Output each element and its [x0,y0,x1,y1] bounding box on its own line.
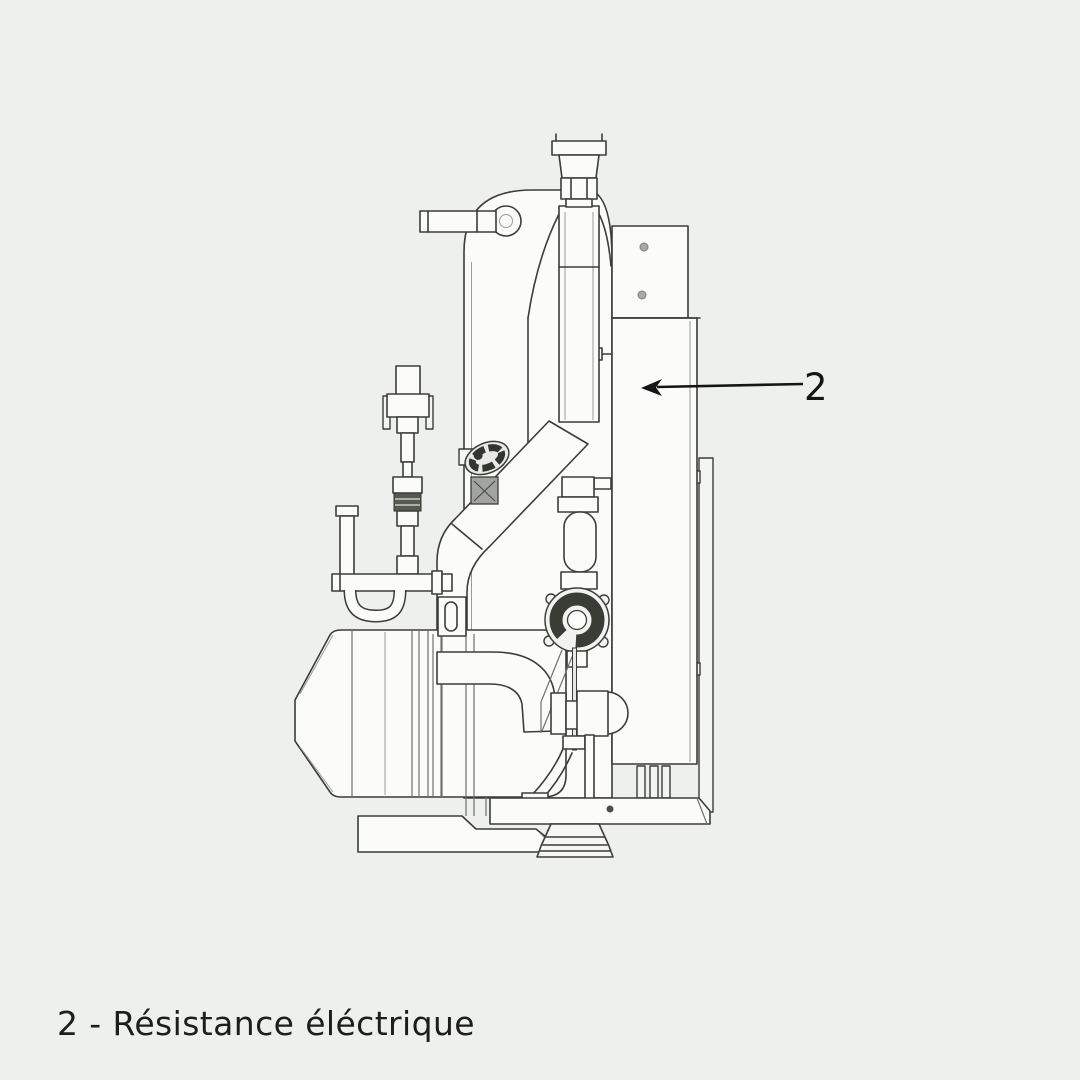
feed-pipe [331,570,453,595]
bolt-dot [606,805,614,813]
clamp-coupling [543,587,610,653]
arrowhead-icon [641,379,662,396]
inlet-stub-pipe [419,205,522,237]
caption: 2 - Résistance éléctrique [57,1004,475,1043]
pipe-flange [431,570,443,595]
base-beam [489,797,711,825]
riser-pipe [335,505,359,576]
handwheel-icon [464,440,510,476]
mounting-bracket [611,225,689,319]
solenoid-valve-assembly [382,365,434,575]
pipe-hex-nut [560,177,598,200]
discharge-column [521,476,629,812]
slot-bracket [437,596,467,637]
panel-legs [636,765,671,799]
u-bend-pipe [343,589,407,623]
callout-arrow: 2 [641,366,828,409]
bracket-hole [639,242,649,252]
handwheel-valve [458,440,510,505]
pipe-cap-rim [551,140,607,156]
clamp-block [576,690,609,737]
pipe-flange [550,692,567,735]
callout-label: 2 [804,366,828,409]
frame-rails [432,634,493,816]
leveling-foot [536,823,614,858]
valve-coil-band [393,492,422,512]
valve-rod [572,647,577,751]
air-vessel-cylinder [563,511,597,573]
flex-hose [531,748,564,796]
steam-outlet-pipe [551,133,607,423]
bracket-hole [637,290,647,300]
